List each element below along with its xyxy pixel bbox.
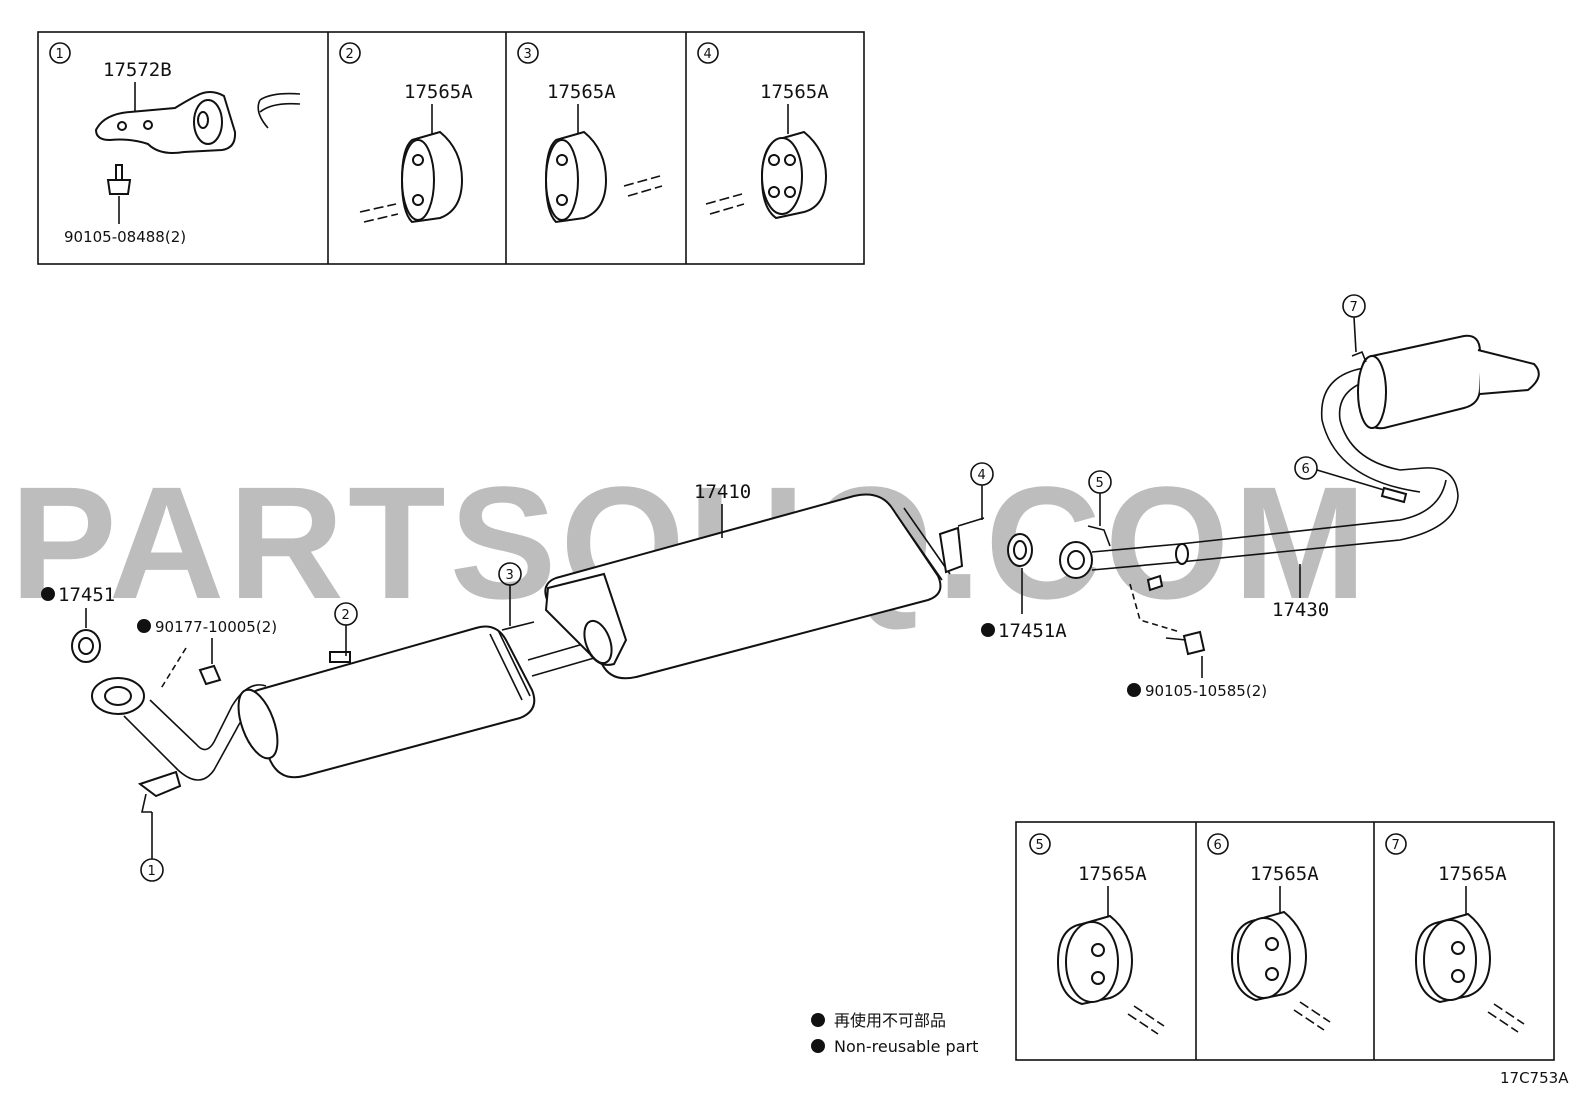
non-reusable-marker: [981, 623, 995, 637]
legend-line-1: 再使用不可部品: [834, 1011, 946, 1030]
nut: [198, 664, 222, 686]
part-label-17565A: 17565A: [760, 81, 829, 103]
inset-panel-6: 6 17565A: [1207, 833, 1331, 1031]
part-label-17565A: 17565A: [547, 81, 616, 103]
bolt-rear: [1182, 630, 1206, 656]
part-label-17451A: 17451A: [998, 620, 1067, 642]
diagram-code: 17C753A: [1500, 1069, 1569, 1087]
inset-index: 1: [56, 47, 64, 62]
part-label-17572B: 17572B: [103, 59, 172, 81]
callout-1: 1: [148, 864, 156, 879]
inset-index: 7: [1392, 838, 1400, 853]
inset-index: 6: [1214, 838, 1222, 853]
legend-line-2: Non-reusable part: [834, 1037, 978, 1056]
part-label-17565A: 17565A: [1438, 863, 1507, 885]
inset-panel-2: 2 17565A: [339, 42, 473, 224]
part-label-17451: 17451: [58, 584, 115, 606]
inset-panel-7: 7 17565A: [1385, 833, 1525, 1033]
non-reusable-marker: [1127, 683, 1141, 697]
inset-index: 2: [346, 47, 354, 62]
legend-marker: [811, 1013, 825, 1027]
callout-4: 4: [978, 468, 986, 483]
inset-index: 3: [524, 47, 532, 62]
sub-part-label: 90105-08488(2): [64, 228, 186, 246]
legend: 再使用不可部品 Non-reusable part: [811, 1011, 978, 1056]
inset-panel-3: 3 17565A: [517, 42, 663, 224]
inset-bottom: 5 17565A 6 17565A 7 17565A: [1015, 821, 1555, 1061]
part-label-17430: 17430: [1272, 599, 1329, 621]
part-label-17565A: 17565A: [1250, 863, 1319, 885]
callout-2: 2: [342, 608, 350, 623]
tail-tip: [1477, 349, 1540, 395]
inset-index: 5: [1036, 838, 1044, 853]
bolt: [115, 164, 123, 181]
callout-7: 7: [1350, 300, 1358, 315]
inset-panel-5: 5 17565A: [1029, 833, 1165, 1035]
part-label-17410: 17410: [694, 481, 751, 503]
part-label-bolt: 90105-10585(2): [1145, 682, 1267, 700]
part-label-17565A: 17565A: [404, 81, 473, 103]
inset-panel-4: 4 17565A: [697, 42, 829, 220]
inset-panel-1: 1 17572B 90105-08488(2): [49, 42, 301, 246]
callout-6: 6: [1302, 462, 1310, 477]
inset-top: 1 17572B 90105-08488(2) 2 17565A: [37, 31, 865, 265]
hanger-bracket-front: [137, 770, 182, 798]
legend-marker: [811, 1039, 825, 1053]
callouts: 1 2 3 4 5 6 7 17451 90177-10005(2) 1: [41, 294, 1385, 882]
part-label-nut: 90177-10005(2): [155, 618, 277, 636]
non-reusable-marker: [137, 619, 151, 633]
non-reusable-marker: [41, 587, 55, 601]
main-muffler: [544, 493, 942, 680]
callout-5: 5: [1096, 476, 1104, 491]
callout-3: 3: [506, 568, 514, 583]
exhaust-assembly: [71, 334, 1540, 813]
inset-index: 4: [704, 47, 712, 62]
part-label-17565A: 17565A: [1078, 863, 1147, 885]
front-muffler: [243, 625, 536, 779]
callout-circle: [49, 42, 71, 64]
